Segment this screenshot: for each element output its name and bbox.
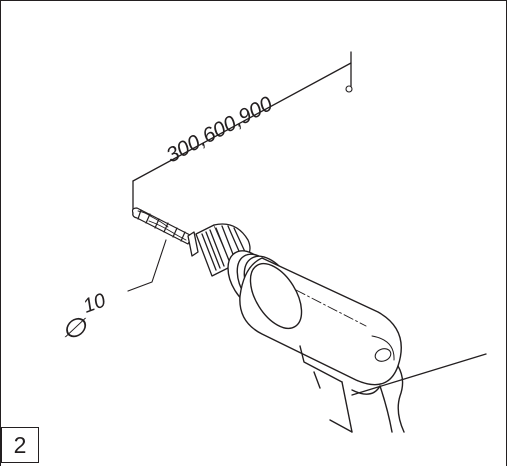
drill-bit xyxy=(131,207,193,245)
depth-dimension-line xyxy=(132,51,353,216)
step-number-box: 2 xyxy=(1,427,39,463)
step-number: 2 xyxy=(13,431,27,458)
ground-line xyxy=(351,353,487,396)
diameter-symbol: ∅ xyxy=(62,313,87,343)
drill-body xyxy=(239,257,402,386)
depth-dimension-label: 300,600,900 xyxy=(163,92,277,167)
diameter-leader-line xyxy=(127,239,167,292)
drill-chuck xyxy=(187,223,251,277)
drill-handle xyxy=(299,345,405,433)
